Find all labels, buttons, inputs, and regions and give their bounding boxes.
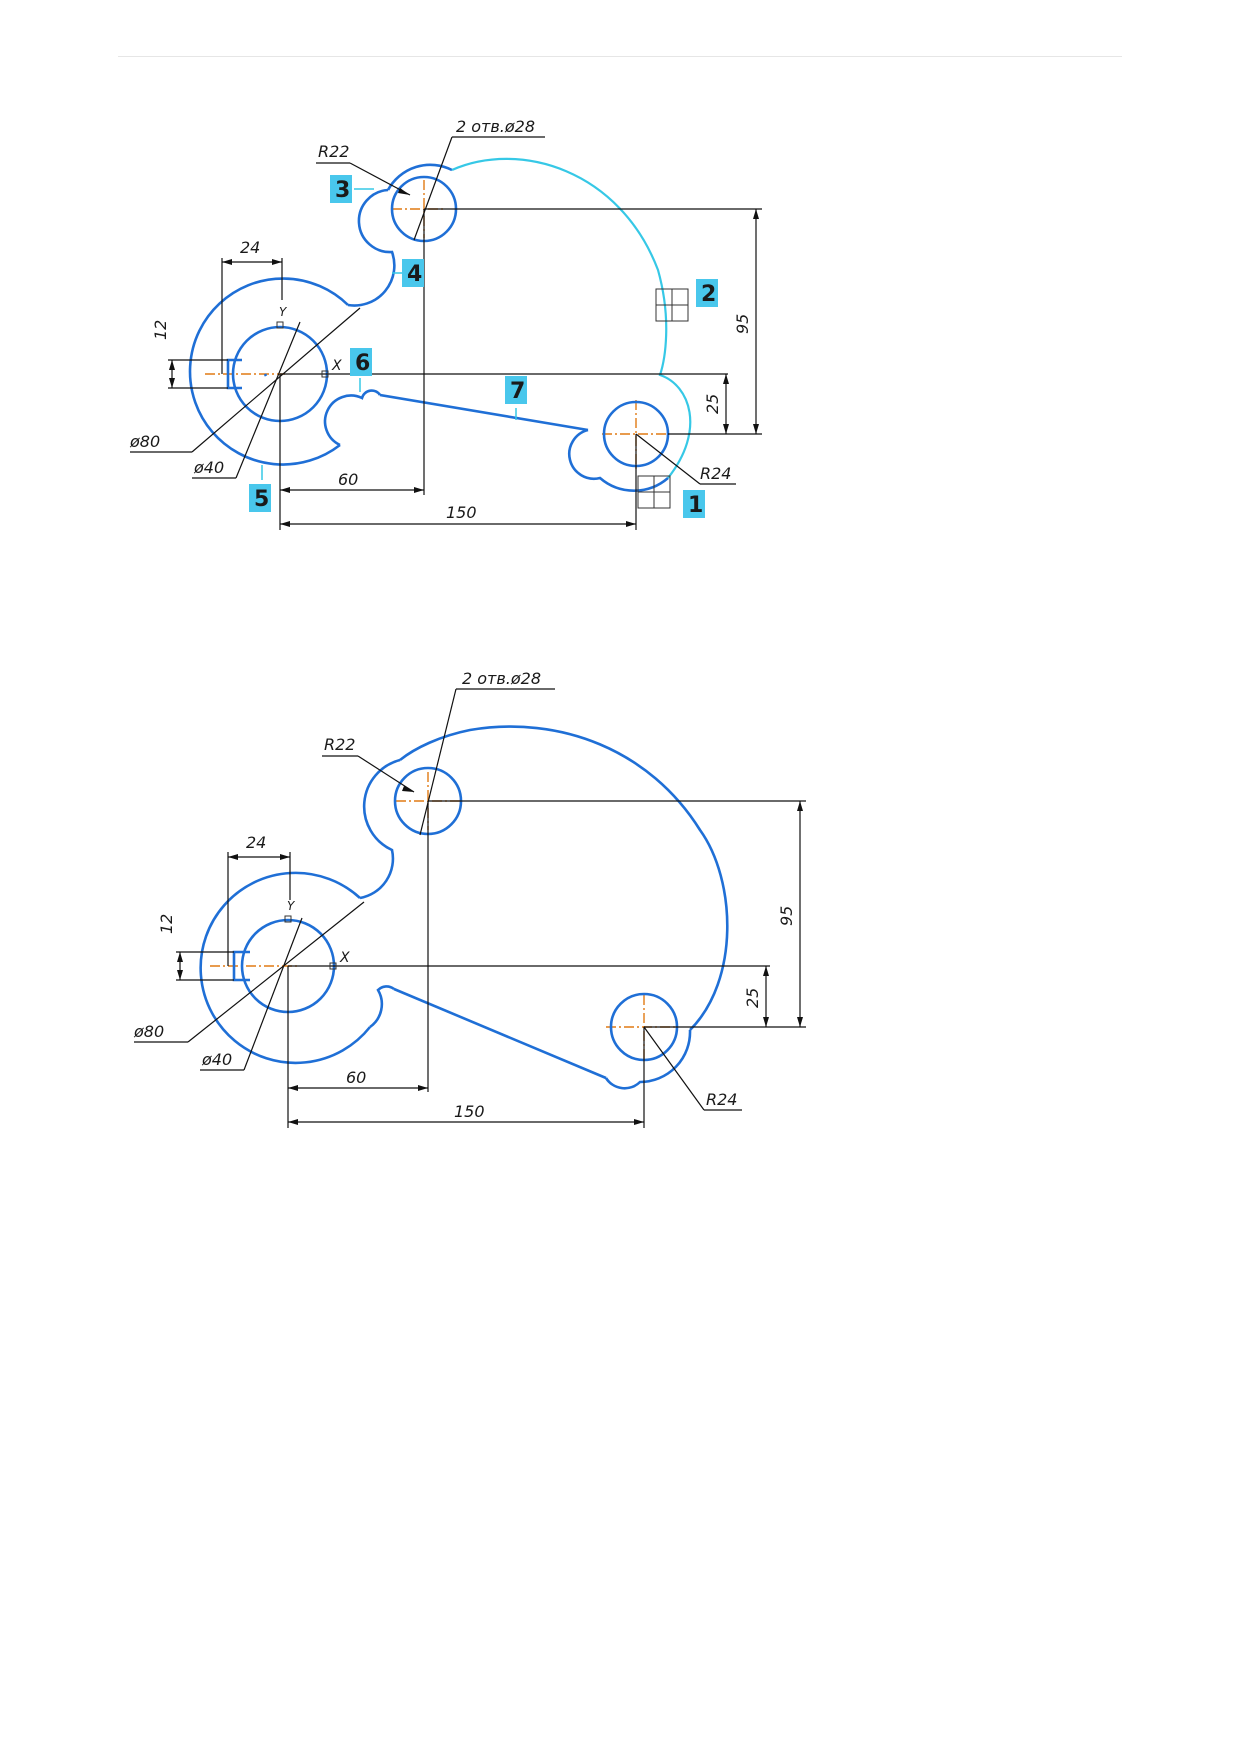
line-7-1: [379, 393, 589, 432]
inner-arc-6-1: [323, 389, 382, 447]
callout-box-4: [402, 259, 424, 287]
dim25-label-1: 25: [703, 394, 722, 414]
dim95-label-1: 95: [733, 314, 752, 334]
callout-box-1: [683, 490, 705, 518]
arrowheads-1: [169, 188, 759, 527]
outer-arc-80-2: [199, 871, 372, 1065]
r24-label-1: R24: [700, 464, 731, 483]
leader-d40-1: [235, 321, 301, 479]
dim150-label-1: 150: [446, 503, 477, 522]
dim12-label-1: 12: [151, 320, 170, 340]
callout-box-7: [505, 376, 527, 404]
centerlines-1: [205, 180, 668, 470]
callout-box-3: [330, 175, 352, 203]
callout-5: 5: [254, 487, 269, 512]
callout-box-2: [696, 279, 718, 307]
drawing-1: 1 2 3 4 5 6 7 2 отв.ø28 R22 R24 ø80 ø40 …: [129, 117, 762, 530]
dim95-label-2: 95: [777, 906, 796, 926]
dim12-label-2: 12: [157, 914, 176, 934]
d80-label-2: ø80: [133, 1022, 164, 1041]
axis-x-label-2: X: [339, 950, 350, 966]
arc-4-1: [347, 188, 396, 307]
d40-label-1: ø40: [193, 458, 224, 477]
dim150-label-2: 150: [454, 1102, 485, 1121]
dim25-label-2: 25: [743, 988, 762, 1008]
r22-label-1: R22: [318, 142, 349, 161]
callout-2: 2: [701, 282, 716, 307]
drawing-2: 2 отв.ø28 R22 R24 ø80 ø40 24 60 150 X Y …: [133, 669, 806, 1128]
dimension-labels-2: 2 отв.ø28 R22 R24 ø80 ø40 24 60 150 X Y …: [133, 669, 796, 1121]
boss-r22-1: [386, 163, 453, 191]
arc-2-1: [451, 157, 692, 479]
dimension-labels-1: 2 отв.ø28 R22 R24 ø80 ø40 24 60 150 X Y …: [129, 117, 752, 522]
dim24-label-2: 24: [246, 833, 266, 852]
callout-7: 7: [510, 379, 525, 404]
big-arc-2: [399, 725, 729, 1031]
outer-arc-80-1: [188, 277, 349, 466]
highlight-outline-1: [451, 157, 692, 479]
callout-3: 3: [335, 178, 350, 203]
dimension-lines-1: [130, 136, 762, 530]
r22-label-2: R22: [324, 735, 355, 754]
axis-x-label-1: X: [331, 358, 342, 374]
coord-markers-1: [276, 288, 689, 509]
callout-1: 1: [688, 493, 703, 518]
callout-box-6: [350, 348, 372, 376]
leader-holes-1: [413, 136, 453, 241]
part-outline-2: [199, 725, 729, 1090]
d80-label-1: ø80: [129, 432, 160, 451]
page-top-rule: [118, 56, 1122, 57]
y-axis-marker-1: [276, 321, 284, 329]
callout-box-5: [249, 484, 271, 512]
axis-y-label-2: Y: [287, 899, 296, 913]
dim60-label-2: 60: [346, 1068, 366, 1087]
x-axis-marker-1: [321, 370, 329, 378]
callout-4: 4: [407, 262, 422, 287]
callout-boxes-1: [249, 175, 718, 518]
dimension-lines-2: [134, 688, 806, 1128]
r24-label-2: R24: [706, 1090, 737, 1109]
callout-6: 6: [355, 351, 370, 376]
holes-note-1: 2 отв.ø28: [456, 117, 535, 136]
dim24-label-1: 24: [240, 238, 260, 257]
callout-ticks-1: [261, 188, 517, 480]
callout-numbers-1: 1 2 3 4 5 6 7: [254, 178, 716, 518]
slope-line-2: [393, 987, 607, 1080]
arrowheads-2: [177, 786, 803, 1125]
inner-arc-2: [369, 985, 395, 1029]
coord-markers-2: [284, 915, 337, 970]
holes-note-2: 2 отв.ø28: [462, 669, 541, 688]
arc-4-2: [359, 758, 401, 900]
centerlines-2: [210, 772, 676, 1060]
dim60-label-1: 60: [338, 470, 358, 489]
axis-y-label-1: Y: [279, 305, 288, 319]
boss-r24-2: [604, 1029, 692, 1090]
d40-label-2: ø40: [201, 1050, 232, 1069]
leader-r24-1: [635, 433, 701, 485]
boss-r24-1: [567, 428, 669, 492]
part-outline-1: [188, 163, 670, 492]
